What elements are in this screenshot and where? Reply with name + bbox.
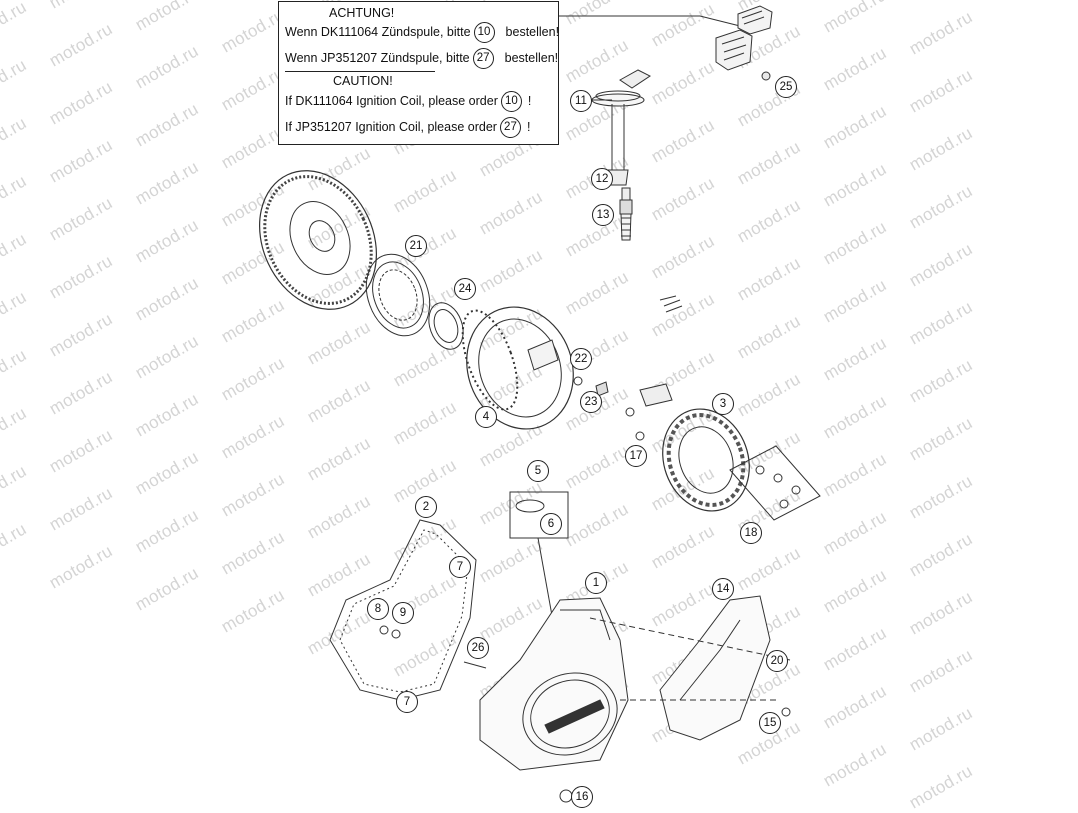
gasket-part (329, 519, 477, 701)
freewheel-part (365, 253, 431, 337)
notice-en-heading: CAUTION! (333, 74, 393, 88)
callout-9: 9 (392, 602, 414, 624)
callout-23: 23 (580, 391, 602, 413)
ignition-coil-part (715, 5, 773, 81)
grommet-part (625, 407, 635, 417)
callout-18: 18 (740, 522, 762, 544)
ignition-cover-part (479, 597, 629, 771)
callout-1: 1 (585, 572, 607, 594)
callout-6: 6 (540, 513, 562, 535)
assembly-leader-line (589, 617, 791, 661)
callout-16: 16 (571, 786, 593, 808)
dowel-pin-part (391, 629, 401, 639)
callout-12: 12 (591, 168, 613, 190)
outer-cover-part (659, 595, 771, 741)
callout-24: 24 (454, 278, 476, 300)
stator-part (639, 295, 750, 512)
callout-21: 21 (405, 235, 427, 257)
callout-7: 7 (449, 556, 471, 578)
screw-part (463, 661, 487, 669)
callout-22: 22 (570, 348, 592, 370)
callout-13: 13 (592, 204, 614, 226)
callout-20: 20 (766, 650, 788, 672)
spark-plug-cap-part (591, 69, 651, 186)
notice-de-heading: ACHTUNG! (329, 6, 395, 20)
grommet-part (635, 431, 645, 441)
callout-14: 14 (712, 578, 734, 600)
nut-part (573, 376, 583, 386)
callout-15: 15 (759, 712, 781, 734)
rotor-flywheel-part (461, 306, 574, 430)
callout-7: 7 (396, 691, 418, 713)
callout-5: 5 (527, 460, 549, 482)
callout-2: 2 (415, 496, 437, 518)
callout-4: 4 (475, 406, 497, 428)
callout-17: 17 (625, 445, 647, 467)
notice-leader-line (557, 15, 741, 27)
callout-8: 8 (367, 598, 389, 620)
screw-set-part (729, 445, 821, 521)
dowel-pin-part (379, 625, 389, 635)
starter-ring-gear-part (258, 170, 378, 310)
notice-divider (285, 71, 435, 72)
callout-3: 3 (712, 393, 734, 415)
callout-11: 11 (570, 90, 592, 112)
screw-part (781, 707, 791, 717)
washer-part (428, 302, 464, 350)
callout-25: 25 (775, 76, 797, 98)
spark-plug-part (619, 187, 633, 241)
callout-26: 26 (467, 637, 489, 659)
